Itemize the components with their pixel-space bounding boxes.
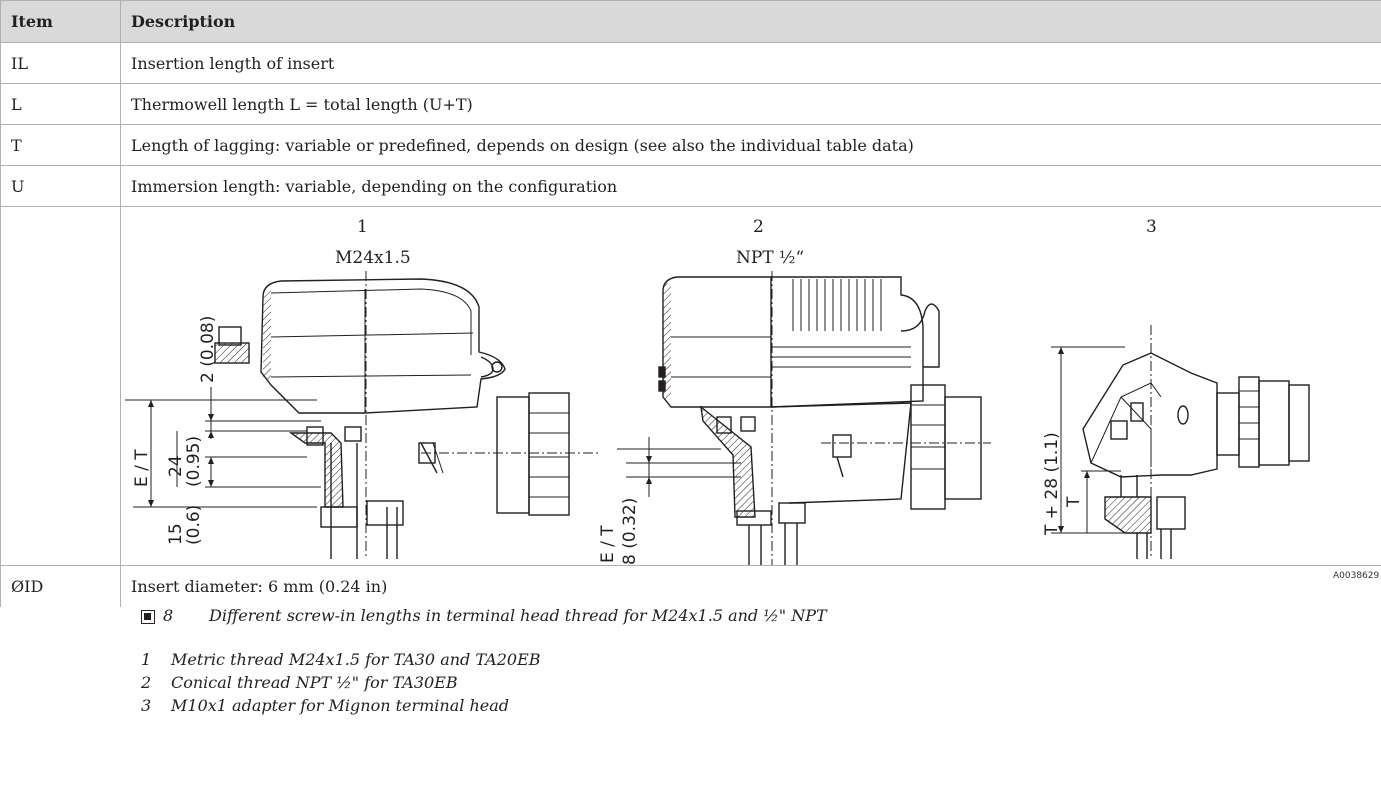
row-description: Thermowell length L = total length (U+T) (120, 83, 1381, 125)
row-item: L (0, 83, 121, 125)
view-number: 1 (357, 217, 368, 237)
dim-label: E / T (132, 449, 152, 487)
table-row: ØID Insert diameter: 6 mm (0.24 in) (0, 565, 1381, 607)
view-1-drawing (125, 271, 601, 559)
row-description: Insertion length of insert (120, 42, 1381, 84)
figure-row: 1 2 3 M24x1.5 NPT ½“ (0, 206, 1381, 715)
view-thread-label: M24x1.5 (335, 248, 411, 268)
figure-caption: Different screw-in lengths in terminal h… (209, 606, 827, 625)
table-row: U Immersion length: variable, depending … (0, 165, 1381, 207)
dimension-labels: 2 (0.08) E / T 24 (0.95) 15 (0.6) E / T … (132, 316, 1084, 565)
row-item: ØID (0, 565, 121, 607)
dim-label: 2 (0.08) (198, 316, 218, 383)
view-thread-label: NPT ½“ (736, 248, 805, 268)
header-item: Item (0, 0, 121, 43)
table-row: IL Insertion length of insert (0, 42, 1381, 84)
figure-cell: 1 2 3 M24x1.5 NPT ½“ (120, 206, 1381, 715)
table-header-row: Item Description (0, 0, 1381, 43)
view-number: 2 (753, 217, 764, 237)
dim-label: 24 (166, 455, 186, 477)
row-item: IL (0, 42, 121, 84)
thermowell-drawing: 2 (0.08) E / T 24 (0.95) 15 (0.6) E / T … (125, 271, 1310, 565)
view-3-drawing (1051, 325, 1310, 559)
row-item: T (0, 124, 121, 166)
dim-label: T (1064, 496, 1084, 508)
figure-icon (141, 610, 155, 624)
view-2-drawing (617, 271, 991, 565)
definition-table: Item Description IL Insertion length of … (0, 0, 1381, 715)
figure-row-item (0, 206, 121, 566)
dim-label: E / T (598, 525, 618, 563)
figure-code: A0038629 (1333, 571, 1380, 581)
figure-number: 8 (163, 606, 174, 625)
view-number: 3 (1146, 217, 1157, 237)
row-item: U (0, 165, 121, 207)
dim-label: 8 (0.32) (620, 498, 640, 565)
row-description: Length of lagging: variable or predefine… (120, 124, 1381, 166)
row-description: Immersion length: variable, depending on… (120, 165, 1381, 207)
dim-label: T + 28 (1.1) (1042, 432, 1062, 536)
dim-label: (0.95) (184, 436, 204, 487)
table-row: T Length of lagging: variable or predefi… (0, 124, 1381, 166)
dim-label: (0.6) (184, 505, 204, 545)
header-description: Description (120, 0, 1381, 43)
dim-label: 15 (166, 523, 186, 545)
row-description: Insert diameter: 6 mm (0.24 in) (120, 565, 1381, 607)
table-row: L Thermowell length L = total length (U+… (0, 83, 1381, 125)
